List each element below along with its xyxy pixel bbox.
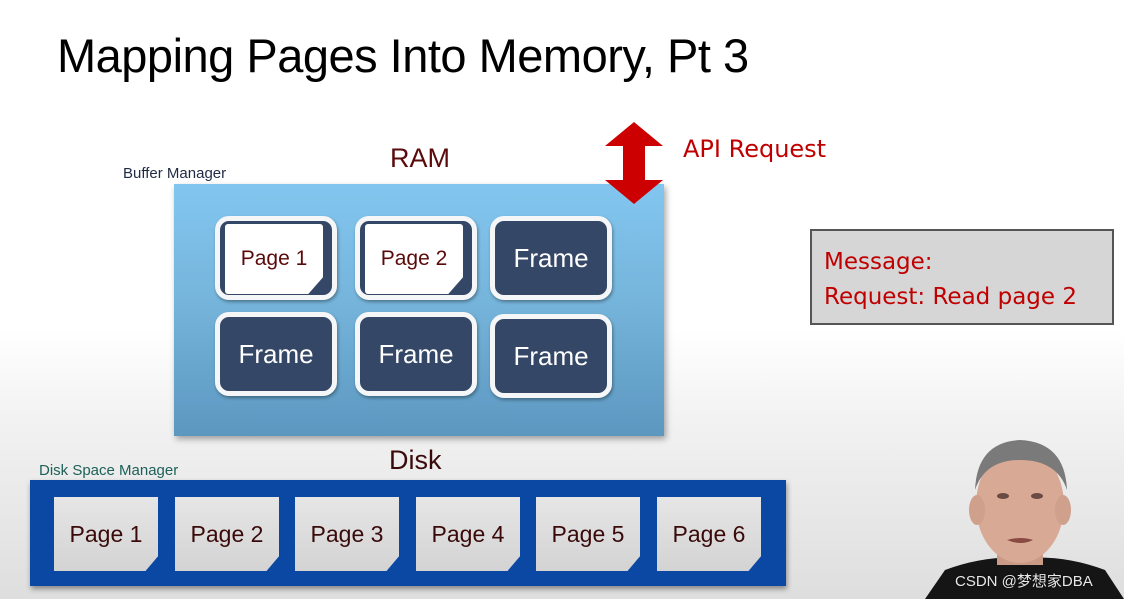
disk-page-3: Page 3 bbox=[295, 497, 399, 571]
disk-page-5: Page 5 bbox=[536, 497, 640, 571]
buffer-page-1: Page 1 bbox=[225, 224, 323, 294]
presenter-video bbox=[925, 440, 1124, 599]
disk-page-4: Page 4 bbox=[416, 497, 520, 571]
message-box: Message: Request: Read page 2 bbox=[810, 229, 1114, 325]
buffer-page-2: Page 2 bbox=[365, 224, 463, 294]
buffer-frame-3: Frame bbox=[490, 216, 612, 300]
disk-page-2: Page 2 bbox=[175, 497, 279, 571]
watermark: CSDN @梦想家DBA bbox=[955, 573, 1093, 590]
api-request-label: API Request bbox=[683, 135, 827, 163]
buffer-manager-label: Buffer Manager bbox=[123, 165, 227, 182]
disk-page-6: Page 6 bbox=[657, 497, 761, 571]
slide-title: Mapping Pages Into Memory, Pt 3 bbox=[57, 29, 749, 82]
ram-label: RAM bbox=[390, 143, 450, 173]
message-title: Message: bbox=[824, 249, 933, 275]
double-arrow-vertical-icon bbox=[605, 122, 663, 204]
ram-buffer-pool: Page 1 Page 2 Frame Frame Frame Frame bbox=[174, 184, 664, 436]
buffer-slot-1: Page 1 bbox=[215, 216, 337, 300]
disk-label: Disk bbox=[389, 445, 442, 475]
buffer-slot-2: Page 2 bbox=[355, 216, 477, 300]
buffer-frame-4: Frame bbox=[215, 312, 337, 396]
disk-storage: Page 1 Page 2 Page 3 Page 4 Page 5 Page … bbox=[30, 480, 786, 586]
disk-page-1: Page 1 bbox=[54, 497, 158, 571]
buffer-frame-6: Frame bbox=[490, 314, 612, 398]
disk-space-manager-label: Disk Space Manager bbox=[39, 462, 179, 479]
buffer-frame-5: Frame bbox=[355, 312, 477, 396]
message-request: Request: Read page 2 bbox=[824, 284, 1077, 310]
